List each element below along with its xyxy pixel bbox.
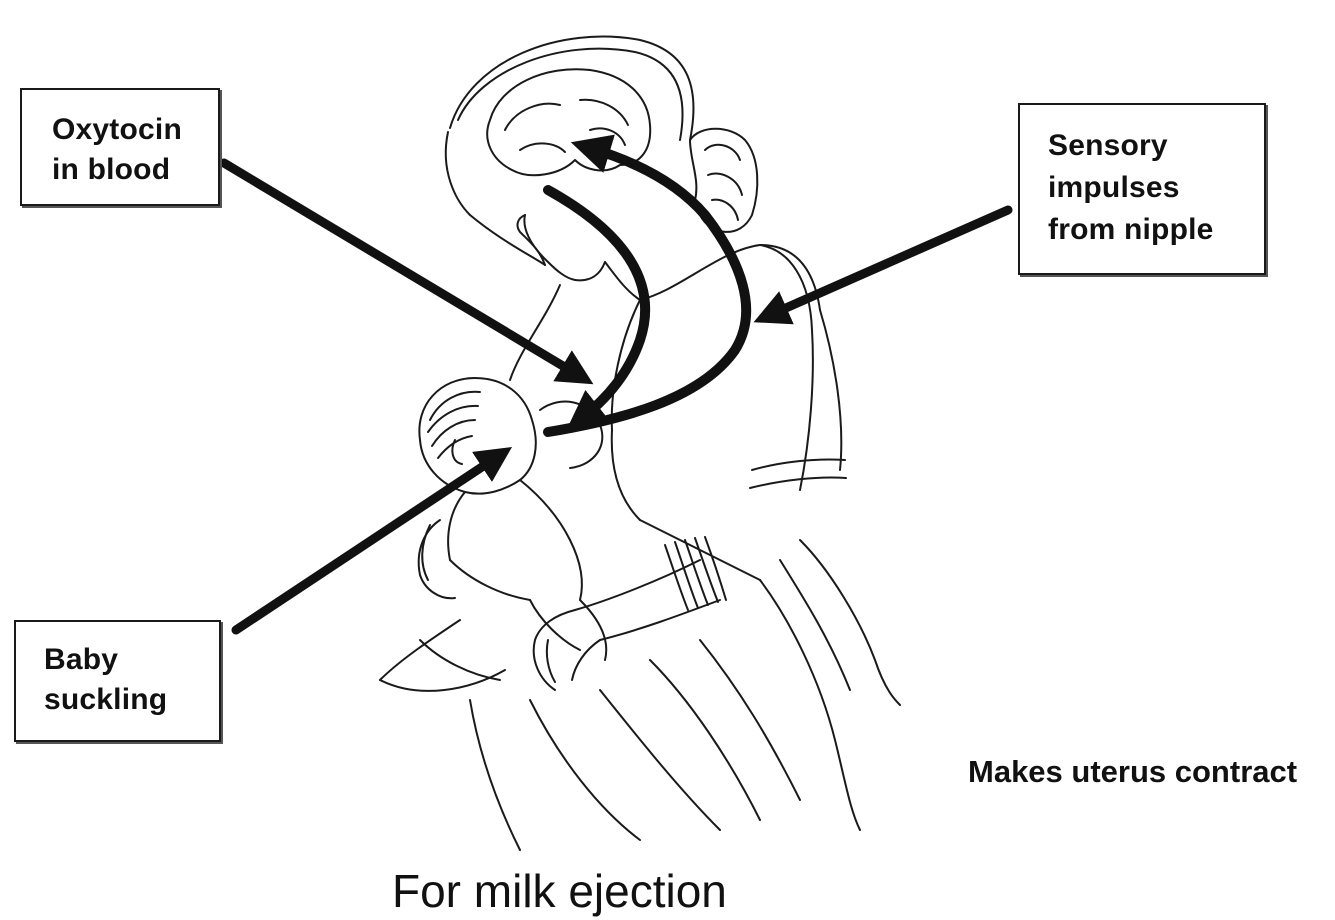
pointer-arrows — [224, 163, 1008, 630]
baby-label-line: Baby — [44, 640, 219, 680]
baby-label-box: Baby suckling — [14, 620, 221, 742]
pathway-arrows — [548, 148, 746, 432]
oxytocin-label-box: Oxytocin in blood — [20, 88, 220, 206]
baby-label-line: suckling — [44, 680, 219, 720]
oxytocin-label-line: in blood — [52, 150, 218, 190]
sensory-pointer-arrow — [770, 210, 1008, 315]
sensory-label-line: Sensory — [1048, 125, 1264, 167]
oxytocin-pointer-arrow — [224, 163, 578, 375]
mother-figure — [380, 37, 900, 850]
uterus-note: Makes uterus contract — [968, 754, 1297, 790]
sensory-label-box: Sensory impulses from nipple — [1018, 103, 1266, 275]
oxytocin-label-line: Oxytocin — [52, 110, 218, 150]
hormone-pathway-arrow — [548, 190, 645, 418]
baby-pointer-arrow — [236, 457, 497, 630]
sensory-label-line: impulses — [1048, 167, 1264, 209]
caption: For milk ejection — [392, 864, 727, 918]
sensory-label-line: from nipple — [1048, 209, 1264, 251]
